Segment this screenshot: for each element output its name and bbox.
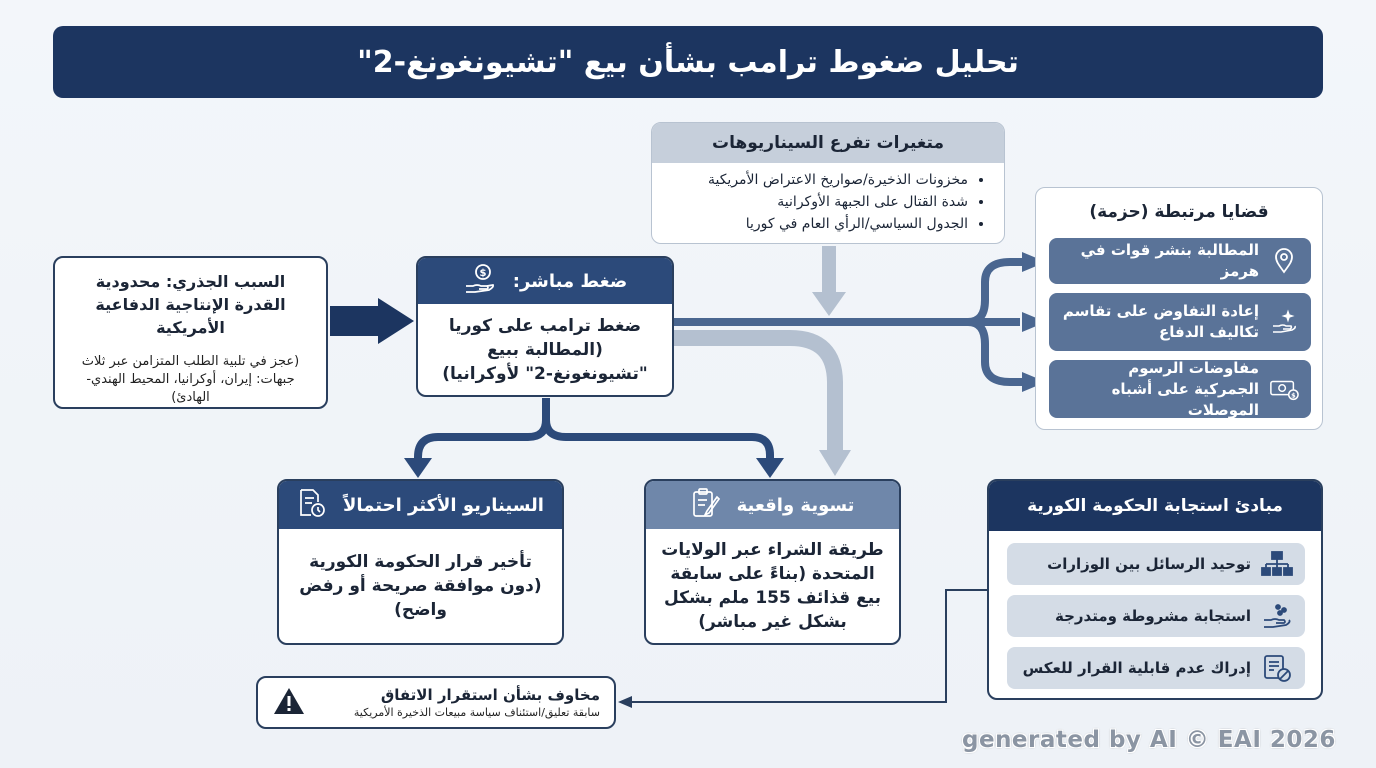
issue-label: إعادة التفاوض على تقاسم تكاليف الدفاع [1062, 302, 1259, 341]
gov-principles-header: مبادئ استجابة الحكومة الكورية [989, 481, 1321, 531]
realistic-settlement-box: تسوية واقعية طريقة الشراء عبر الولايات ا… [644, 479, 901, 645]
svg-text:$: $ [479, 268, 486, 279]
arrow-variables-down [812, 246, 846, 316]
concerns-subtitle: سابقة تعليق/استئناف سياسة مبيعات الذخيرة… [353, 705, 600, 719]
hand-sparkle-icon [1269, 308, 1299, 336]
watermark: generated by AI © EAI 2026 [962, 727, 1336, 753]
likely-scenario-box: السيناريو الأكثر احتمالاً تأخير قرار الح… [277, 479, 564, 645]
principle-irreversibility: إدراك عدم قابلية القرار للعكس [1007, 647, 1305, 689]
variable-item: شدة القتال على الجبهة الأوكرانية [662, 191, 968, 213]
principle-label: استجابة مشروطة ومتدرجة [1054, 607, 1251, 625]
warning-icon [272, 686, 306, 720]
money-hand-icon: $ [463, 262, 497, 301]
document-ban-icon [1261, 653, 1293, 683]
arrow-pressure-split [414, 398, 550, 462]
cash-icon: $ [1269, 377, 1299, 401]
arrow-branch-bottom [967, 318, 1024, 386]
gov-principles-box: مبادئ استجابة الحكومة الكورية توحيد الرس… [987, 479, 1323, 700]
arrow-branch-top [967, 258, 1024, 326]
clipboard-pen-icon [691, 487, 721, 524]
document-clock-icon [297, 487, 327, 524]
arrow-pressure-split-right [542, 419, 774, 462]
likely-scenario-title: السيناريو الأكثر احتمالاً [343, 494, 544, 516]
arrow-head-likely [404, 458, 432, 478]
variables-box: متغيرات تفرع السيناريوهات مخزونات الذخير… [651, 122, 1005, 244]
arrow-settlement-head [819, 450, 851, 476]
arrow-head-issue-3 [1022, 372, 1046, 392]
principle-unified-messaging: توحيد الرسائل بين الوزارات [1007, 543, 1305, 585]
principle-conditional-response: استجابة مشروطة ومتدرجة [1007, 595, 1305, 637]
direct-pressure-box: ضغط مباشر: $ ضغط ترامب على كوريا (المطال… [416, 256, 674, 397]
arrow-head-concerns [618, 696, 632, 708]
title-bar: تحليل ضغوط ترامب بشأن بيع "تشيونغونغ-2" [53, 26, 1323, 98]
variables-header: متغيرات تفرع السيناريوهات [652, 123, 1004, 163]
variable-item: مخزونات الذخيرة/صواريخ الاعتراض الأمريكي… [662, 169, 968, 191]
arrow-head-issue-2 [1022, 312, 1046, 332]
page-title: تحليل ضغوط ترامب بشأن بيع "تشيونغونغ-2" [357, 44, 1019, 80]
issue-cost-sharing: إعادة التفاوض على تقاسم تكاليف الدفاع [1049, 293, 1311, 351]
linked-issues-box: قضايا مرتبطة (حزمة) المطالبة بنشر قوات ف… [1035, 187, 1323, 430]
linked-issues-title: قضايا مرتبطة (حزمة) [1089, 202, 1269, 222]
principle-label: توحيد الرسائل بين الوزارات [1047, 555, 1251, 573]
realistic-settlement-body: طريقة الشراء عبر الولايات المتحدة (بناءً… [661, 540, 884, 632]
arrow-head-issue-1 [1022, 252, 1046, 272]
concerns-text: مخاوف بشأن استقرار الاتفاق سابقة تعليق/ا… [320, 685, 600, 721]
likely-scenario-body: تأخير قرار الحكومة الكورية (دون موافقة ص… [299, 552, 542, 620]
arrow-principles-to-concerns [630, 589, 987, 703]
variable-item: الجدول السياسي/الرأي العام في كوريا [662, 213, 968, 235]
direct-pressure-header: ضغط مباشر: $ [418, 258, 672, 304]
principle-label: إدراك عدم قابلية القرار للعكس [1022, 659, 1251, 677]
concerns-box: مخاوف بشأن استقرار الاتفاق سابقة تعليق/ا… [256, 676, 616, 729]
direct-pressure-title: ضغط مباشر: [512, 270, 628, 292]
concerns-title: مخاوف بشأن استقرار الاتفاق [380, 685, 600, 704]
arrow-pressure-to-settlement [674, 330, 843, 452]
realistic-settlement-title: تسوية واقعية [736, 494, 855, 516]
issue-hormuz: المطالبة بنشر قوات في هرمز [1049, 238, 1311, 284]
arrow-root-to-pressure [330, 298, 414, 344]
direct-pressure-body: ضغط ترامب على كوريا (المطالبة ببيع "تشيو… [442, 315, 648, 384]
realistic-settlement-header: تسوية واقعية [646, 481, 899, 529]
issue-label: مفاوضات الرسوم الجمركية على أشباه الموصل… [1111, 358, 1259, 419]
svg-text:$: $ [1291, 391, 1296, 399]
issue-tariffs: $ مفاوضات الرسوم الجمركية على أشباه المو… [1049, 358, 1311, 419]
arrow-head-realistic [756, 458, 784, 478]
hand-coins-icon [1261, 602, 1293, 630]
issue-label: المطالبة بنشر قوات في هرمز [1080, 241, 1259, 280]
org-chart-icon [1261, 550, 1293, 578]
root-cause-title: السبب الجذري: محدودية القدرة الإنتاجية ا… [95, 272, 286, 337]
variables-list: مخزونات الذخيرة/صواريخ الاعتراض الأمريكي… [652, 163, 1004, 235]
likely-scenario-header: السيناريو الأكثر احتمالاً [279, 481, 562, 529]
location-pin-icon [1269, 248, 1299, 274]
root-cause-box: السبب الجذري: محدودية القدرة الإنتاجية ا… [53, 256, 328, 409]
root-cause-detail: (عجز في تلبية الطلب المتزامن عبر ثلاث جب… [81, 354, 300, 405]
